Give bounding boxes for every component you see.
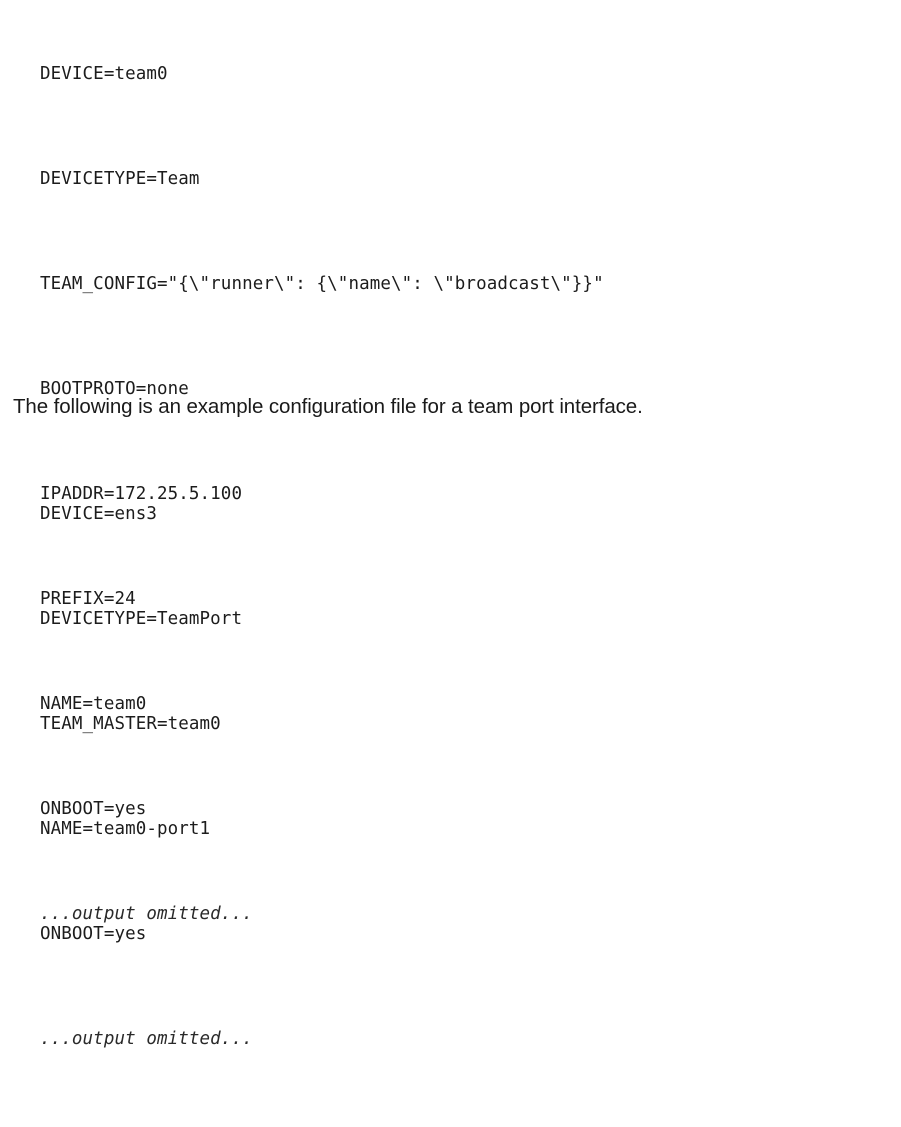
code-line: DEVICETYPE=TeamPort: [40, 608, 243, 629]
code-line: DEVICETYPE=Team: [40, 168, 200, 189]
code-line: ONBOOT=yes: [40, 923, 147, 944]
code-line: DEVICE=ens3: [40, 503, 157, 524]
code-line: DEVICE=team0: [40, 63, 168, 84]
code-line-output-omitted: ...output omitted...: [40, 1028, 253, 1049]
code-line: TEAM_CONFIG="{\"runner\": {\"name\": \"b…: [40, 273, 604, 294]
code-line: TEAM_MASTER=team0: [40, 713, 221, 734]
code-line: PREFIX=24: [40, 588, 136, 609]
code-line: IPADDR=172.25.5.100: [40, 483, 243, 504]
code-block-team-port-interface: DEVICE=ens3 DEVICETYPE=TeamPort TEAM_MAS…: [40, 462, 253, 1127]
code-line: BOOTPROTO=none: [40, 378, 189, 399]
paragraph-team-port-intro: The following is an example configuratio…: [13, 394, 643, 418]
code-line: NAME=team0-port1: [40, 818, 211, 839]
document-page: DEVICE=team0 DEVICETYPE=Team TEAM_CONFIG…: [13, 63, 643, 1049]
